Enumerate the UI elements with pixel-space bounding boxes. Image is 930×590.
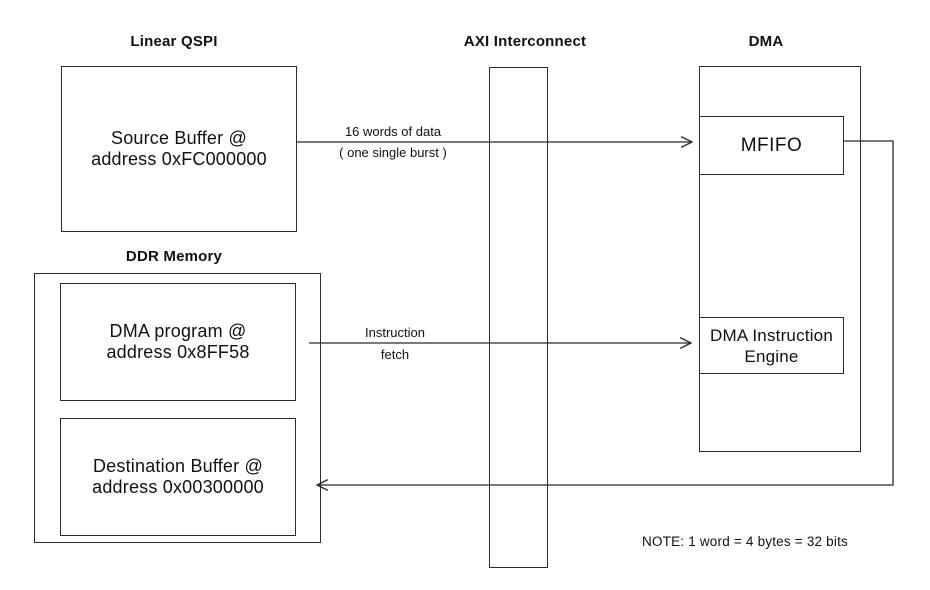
axi-interconnect-box — [489, 67, 548, 568]
column-label-axi-interconnect: AXI Interconnect — [463, 33, 587, 50]
dma-program-box: DMA program @ address 0x8FF58 — [60, 283, 296, 401]
instruction-fetch-label-top: Instruction — [365, 325, 425, 340]
data-transfer-label-bottom: ( one single burst ) — [339, 145, 447, 160]
column-label-dma: DMA — [748, 33, 784, 50]
source-buffer-label: Source Buffer @ address 0xFC000000 — [91, 128, 267, 169]
dma-instruction-engine-box: DMA Instruction Engine — [699, 317, 844, 374]
instruction-fetch-label-bottom: fetch — [380, 347, 410, 362]
source-buffer-box: Source Buffer @ address 0xFC000000 — [61, 66, 297, 232]
column-label-ddr-memory: DDR Memory — [125, 248, 223, 265]
mfifo-label: MFIFO — [740, 135, 803, 156]
destination-buffer-label: Destination Buffer @ address 0x00300000 — [92, 456, 264, 497]
dma-program-label: DMA program @ address 0x8FF58 — [106, 321, 250, 362]
dma-instruction-engine-label: DMA Instruction Engine — [710, 325, 833, 366]
note-text: NOTE: 1 word = 4 bytes = 32 bits — [642, 534, 848, 549]
column-label-linear-qspi: Linear QSPI — [130, 33, 218, 50]
mfifo-box: MFIFO — [699, 116, 844, 175]
data-transfer-label-top: 16 words of data — [344, 124, 442, 139]
destination-buffer-box: Destination Buffer @ address 0x00300000 — [60, 418, 296, 536]
